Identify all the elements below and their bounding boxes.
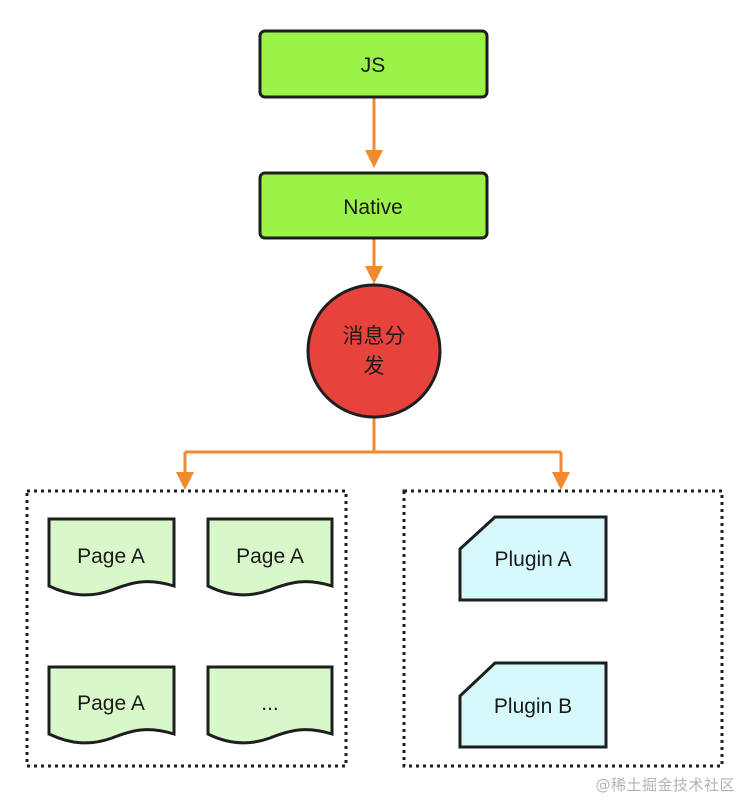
pages-container: Page A Page A Page A ... [25,489,348,768]
page-label-2: Page A [236,545,304,568]
watermark: @稀土掘金技术社区 [595,776,735,794]
page-document-3: Page A [47,665,176,745]
js-node: JS [258,29,489,99]
page-document-2: Page A [206,517,334,597]
native-label: Native [343,196,403,219]
dispatch-label-line2: 发 [364,355,385,378]
plugin-card-a: Plugin A [458,515,608,602]
arrowhead-pages [176,472,194,490]
arrowhead-native [365,150,383,168]
page-document-1: Page A [47,517,176,597]
native-node: Native [258,171,489,240]
plugin-card-b: Plugin B [458,661,608,749]
plugins-container: Plugin A Plugin B [402,489,724,768]
message-dispatch-node: 消息分 发 [306,283,442,419]
dispatch-label-line1: 消息分 [343,325,406,348]
plugin-label-a: Plugin A [494,548,571,571]
page-label-1: Page A [77,545,145,568]
connectors [176,97,570,490]
arrowhead-plugins [552,472,570,490]
page-document-4: ... [206,665,334,745]
plugin-label-b: Plugin B [494,695,572,718]
js-label: JS [361,54,386,77]
page-label-4: ... [261,692,279,715]
page-label-3: Page A [77,692,145,715]
arrowhead-dispatch [365,266,383,284]
